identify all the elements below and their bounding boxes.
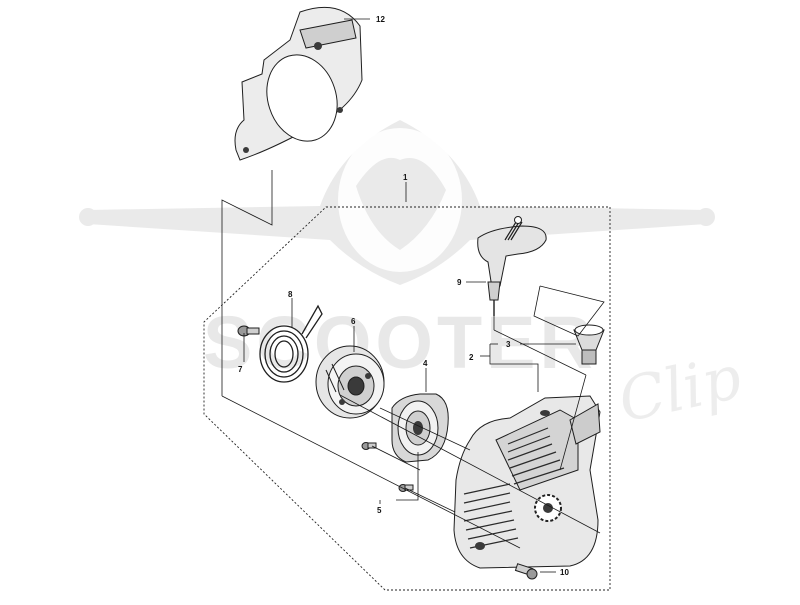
callout-labels: 1 2 3 4 5 6 7 8 9 10 12 (238, 15, 569, 577)
watermark: SCOOTER Clip (79, 120, 747, 436)
callout-12: 12 (376, 15, 385, 24)
callout-leaders (291, 182, 556, 573)
watermark-script: Clip (613, 342, 748, 436)
callout-2: 2 (469, 353, 474, 362)
rope-pulley (315, 345, 385, 419)
cover-grille-right (507, 427, 565, 485)
screw-10 (514, 563, 538, 580)
callout-7: 7 (238, 365, 243, 374)
watermark-emblem (79, 120, 715, 285)
screw-7 (237, 325, 260, 337)
callout-9: 9 (457, 278, 462, 287)
callout-5: 5 (377, 506, 382, 515)
callout-8: 8 (288, 290, 293, 299)
callout-4: 4 (423, 359, 428, 368)
starter-cover (453, 395, 601, 569)
blower-housing (234, 6, 363, 161)
leader-housing (221, 170, 273, 396)
rope-guide (573, 324, 605, 365)
recoil-spring (259, 304, 323, 383)
callout-6: 6 (351, 317, 356, 326)
starter-handle (477, 216, 547, 316)
assembly-lines (221, 285, 605, 549)
callout-3: 3 (506, 340, 511, 349)
callout-1: 1 (403, 173, 408, 182)
screw-5a (361, 442, 377, 450)
callout-10: 10 (560, 568, 569, 577)
assembly-boundary (203, 206, 611, 591)
spring-cassette (391, 393, 449, 463)
